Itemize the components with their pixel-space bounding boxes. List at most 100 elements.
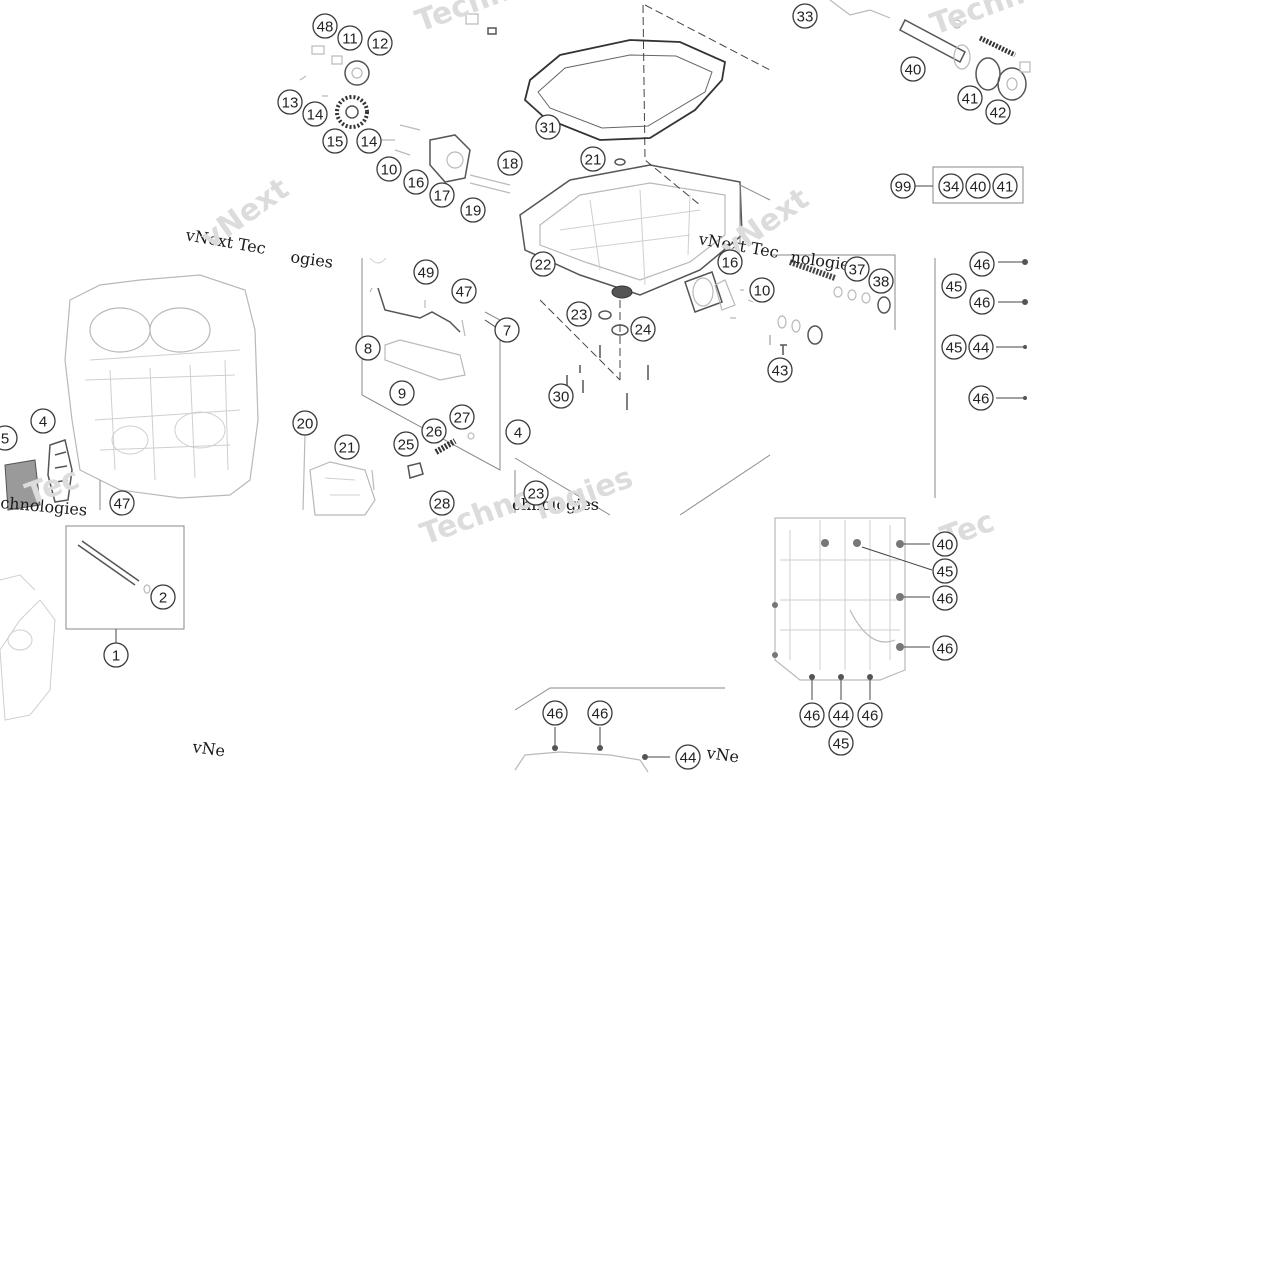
callout-label: 41	[997, 179, 1014, 196]
callout-10: 10	[376, 156, 402, 182]
callout-label: 13	[282, 95, 299, 112]
callout-label: 47	[456, 284, 473, 301]
callout-label: 17	[434, 188, 451, 205]
callout-34: 34	[938, 173, 964, 199]
callout-label: 10	[381, 162, 398, 179]
callout-label: 99	[895, 179, 912, 196]
callout-label: 33	[797, 9, 814, 26]
callout-46: 46	[932, 635, 958, 661]
callout-label: 26	[426, 424, 443, 441]
callout-circle	[497, 150, 523, 176]
callout-circle	[857, 702, 883, 728]
callout-label: 30	[553, 389, 570, 406]
callout-label: 4	[39, 414, 47, 431]
callout-label: 9	[398, 386, 406, 403]
callout-circle	[150, 584, 176, 610]
callout-circle	[969, 289, 995, 315]
callout-16: 16	[403, 169, 429, 195]
callout-label: 23	[528, 486, 545, 503]
callout-circle	[413, 259, 439, 285]
callout-33: 33	[792, 3, 818, 29]
callout-circle	[322, 128, 348, 154]
callout-21: 21	[580, 146, 606, 172]
callout-46: 46	[969, 289, 995, 315]
callout-circle	[868, 268, 894, 294]
callout-label: 24	[635, 322, 652, 339]
callout-23: 23	[566, 301, 592, 327]
callout-label: 46	[937, 641, 954, 658]
callout-label: 4	[514, 425, 522, 442]
callout-circle	[429, 182, 455, 208]
callout-circle	[451, 278, 477, 304]
callout-label: 12	[372, 36, 389, 53]
callout-circle	[932, 585, 958, 611]
callout-46: 46	[857, 702, 883, 728]
callout-23: 23	[523, 480, 549, 506]
callout-47: 47	[451, 278, 477, 304]
callout-9: 9	[389, 380, 415, 406]
callout-circle	[389, 380, 415, 406]
callout-7: 7	[494, 317, 520, 343]
callout-label: 31	[540, 120, 557, 137]
callout-label: 14	[307, 107, 324, 124]
callout-45: 45	[932, 558, 958, 584]
callout-11: 11	[337, 25, 363, 51]
callout-46: 46	[968, 385, 994, 411]
callout-label: 19	[465, 203, 482, 220]
callout-label: 38	[873, 274, 890, 291]
callout-circle	[965, 173, 991, 199]
callout-label: 47	[114, 496, 131, 513]
callout-circle	[30, 408, 56, 434]
callout-circle	[429, 490, 455, 516]
watermark-ghost-a: Techno	[411, 0, 534, 40]
callout-circle	[717, 249, 743, 275]
callout-circle	[968, 334, 994, 360]
callout-8: 8	[355, 335, 381, 361]
callout-28: 28	[429, 490, 455, 516]
callout-circle	[449, 404, 475, 430]
callout-46: 46	[969, 251, 995, 277]
callout-circle	[542, 700, 568, 726]
callout-circle	[460, 197, 486, 223]
oil-pan-bolts	[514, 184, 771, 516]
callout-41: 41	[957, 85, 983, 111]
callout-12: 12	[367, 30, 393, 56]
callout-circle	[505, 419, 531, 445]
callout-18: 18	[497, 150, 523, 176]
callout-label: 16	[722, 255, 739, 272]
callout-label: 34	[943, 179, 960, 196]
callout-circle	[969, 251, 995, 277]
callout-circle	[968, 385, 994, 411]
callout-label: 20	[297, 416, 314, 433]
callout-30: 30	[548, 383, 574, 409]
callout-20: 20	[292, 410, 318, 436]
callout-circle	[580, 146, 606, 172]
callout-circle	[932, 558, 958, 584]
callout-label: 15	[327, 134, 344, 151]
callout-label: 8	[364, 341, 372, 358]
callout-24: 24	[630, 316, 656, 342]
callout-circle	[941, 273, 967, 299]
callout-circle	[376, 156, 402, 182]
callout-label: 22	[535, 257, 552, 274]
callout-25: 25	[393, 431, 419, 457]
callout-label: 46	[973, 391, 990, 408]
callout-label: 2	[159, 590, 167, 607]
callout-46: 46	[799, 702, 825, 728]
callout-circle	[334, 434, 360, 460]
callout-45: 45	[941, 334, 967, 360]
callout-21: 21	[334, 434, 360, 460]
callout-14: 14	[356, 128, 382, 154]
callout-40: 40	[932, 531, 958, 557]
callout-circle	[312, 13, 338, 39]
callout-circle	[630, 316, 656, 342]
callout-1: 1	[103, 642, 129, 668]
callout-circle	[103, 642, 129, 668]
callout-label: 41	[962, 91, 979, 108]
oil-pump-body-drawing	[302, 432, 475, 516]
callout-label: 40	[905, 62, 922, 79]
callout-label: 46	[547, 706, 564, 723]
callout-label: 25	[398, 437, 415, 454]
crankcase-lower-view	[514, 687, 725, 773]
callout-46: 46	[587, 700, 613, 726]
